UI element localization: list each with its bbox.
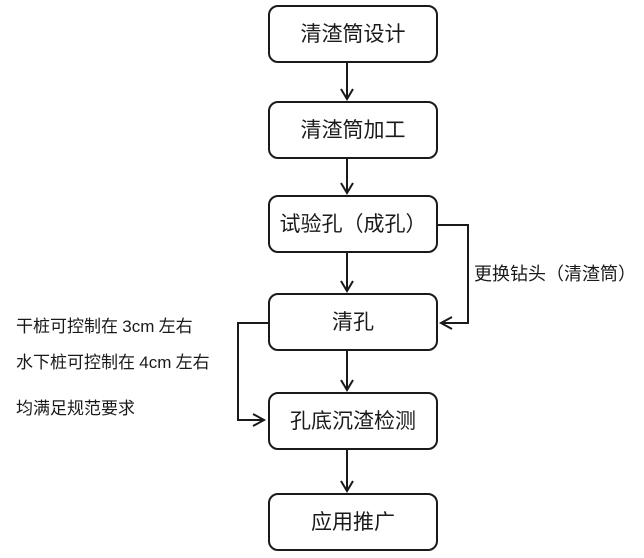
arrow-testhole-to-cleaning-icon bbox=[340, 253, 354, 293]
arrow-cleaning-to-detection-icon bbox=[340, 351, 354, 392]
flow-box-fabrication: 清渣筒加工 bbox=[268, 101, 438, 159]
note-line-dry-pile: 干桩可控制在 3cm 左右 bbox=[16, 315, 193, 338]
flow-box-application-label: 应用推广 bbox=[311, 509, 395, 534]
flow-box-test-hole: 试验孔（成孔） bbox=[268, 195, 438, 253]
note-line-underwater-pile: 水下桩可控制在 4cm 左右 bbox=[16, 351, 210, 374]
loop-replace-drill-connector bbox=[438, 224, 469, 330]
arrow-detection-to-application-icon bbox=[340, 450, 354, 493]
note-line-underwater-pile-post: 左右 bbox=[171, 353, 210, 372]
flow-box-hole-cleaning-label: 清孔 bbox=[332, 309, 374, 334]
replace-drill-loop-label: 更换钻头（清渣筒） bbox=[474, 264, 636, 284]
flow-box-sediment-detection: 孔底沉渣检测 bbox=[268, 392, 438, 450]
note-link-connector bbox=[237, 322, 268, 427]
arrow-design-to-fabrication-icon bbox=[340, 63, 354, 101]
flow-box-sediment-detection-label: 孔底沉渣检测 bbox=[290, 408, 416, 433]
flow-box-application: 应用推广 bbox=[268, 493, 438, 551]
note-line-meets-spec-pre: 均满足规范要求 bbox=[16, 399, 135, 418]
note-line-underwater-pile-pre: 水下桩可控制在 bbox=[16, 353, 140, 372]
flow-box-hole-cleaning: 清孔 bbox=[268, 293, 438, 351]
flow-box-fabrication-label: 清渣筒加工 bbox=[300, 117, 406, 142]
flow-box-test-hole-label: 试验孔（成孔） bbox=[279, 211, 427, 236]
note-line-dry-pile-measure: 3cm bbox=[122, 317, 155, 336]
note-line-meets-spec: 均满足规范要求 bbox=[16, 397, 135, 420]
flow-box-design-label: 清渣筒设计 bbox=[300, 21, 406, 46]
arrow-fabrication-to-testhole-icon bbox=[340, 159, 354, 195]
flow-box-design: 清渣筒设计 bbox=[268, 5, 438, 63]
note-line-underwater-pile-measure: 4cm bbox=[139, 353, 172, 372]
note-line-dry-pile-pre: 干桩可控制在 bbox=[16, 317, 123, 336]
note-line-dry-pile-post: 左右 bbox=[154, 317, 193, 336]
